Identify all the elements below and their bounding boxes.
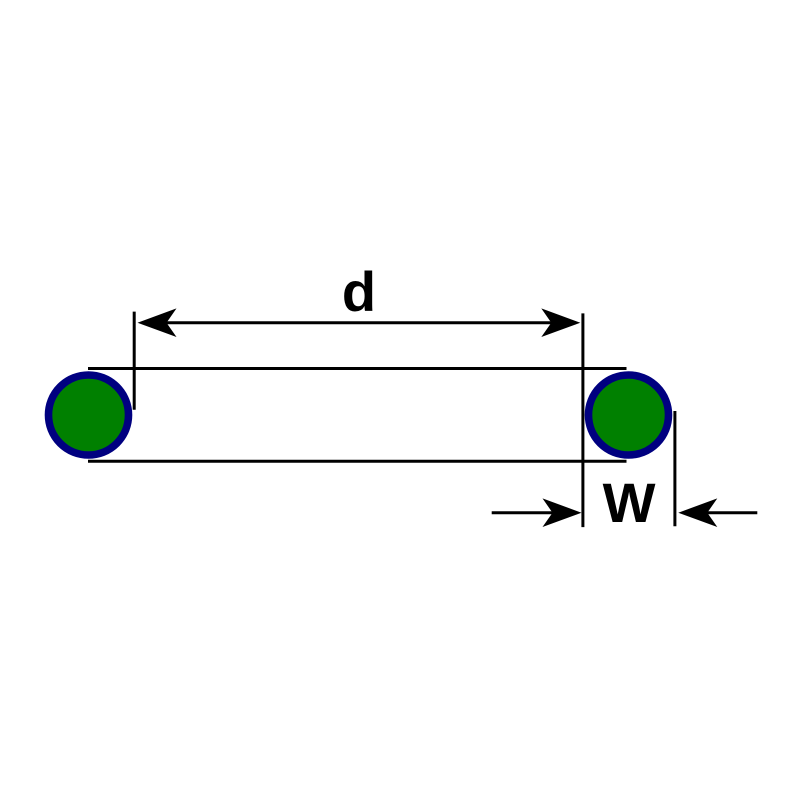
svg-text:d: d (342, 260, 376, 323)
svg-text:W: W (603, 471, 656, 534)
